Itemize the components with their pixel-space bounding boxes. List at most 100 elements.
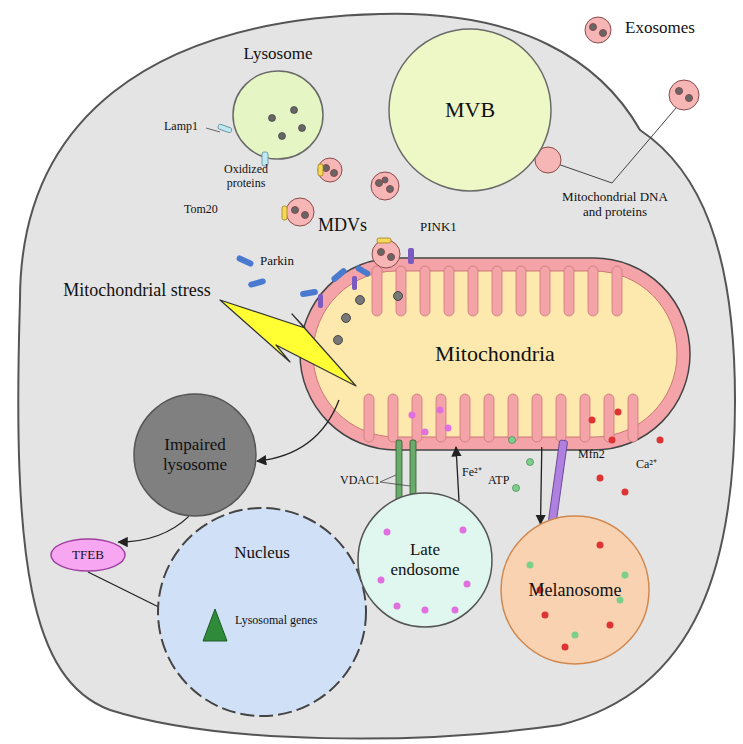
crista bbox=[540, 266, 550, 316]
outline bbox=[51, 539, 125, 571]
text-label: Exosomes bbox=[625, 18, 725, 38]
node-label: MVB bbox=[413, 97, 527, 122]
mfn2 bbox=[548, 440, 567, 522]
text-label: Mitochondrial stress bbox=[62, 280, 212, 301]
iron-dot bbox=[464, 581, 471, 588]
text-label: Mfn2 bbox=[578, 448, 618, 462]
crista bbox=[388, 394, 398, 442]
oxidized-protein bbox=[269, 115, 276, 122]
node-outline bbox=[157, 507, 367, 717]
lightning-bolt bbox=[220, 300, 356, 386]
text-label: Ca²⁺ bbox=[636, 458, 674, 472]
crista bbox=[556, 394, 566, 442]
outline bbox=[358, 493, 492, 627]
node-heading: Lysosome bbox=[172, 44, 384, 64]
text-label: VDAC1 bbox=[340, 474, 382, 488]
crista bbox=[460, 394, 470, 442]
iron-dot bbox=[452, 607, 459, 614]
node-outline bbox=[232, 70, 324, 160]
tom20-tabs bbox=[282, 164, 391, 243]
organelle-node: Mitochondria bbox=[300, 258, 690, 450]
text-label: MDVs bbox=[318, 215, 378, 236]
organelle-node: Melanosome bbox=[500, 515, 650, 665]
vdac1 bbox=[396, 440, 416, 502]
crista bbox=[444, 266, 454, 316]
granule bbox=[622, 572, 629, 579]
mito-dots bbox=[334, 292, 403, 345]
text-label: Tom20 bbox=[184, 203, 230, 217]
organelle-node: Late endosome bbox=[357, 492, 493, 628]
parkin bbox=[236, 254, 372, 297]
text-label: Oxidized proteins bbox=[206, 163, 286, 191]
node-label: Impaired lysosome bbox=[152, 435, 238, 474]
leader-line bbox=[552, 108, 676, 183]
node-label: Nucleus bbox=[189, 543, 335, 563]
text-label: PINK1 bbox=[420, 220, 470, 235]
oxidized-protein bbox=[291, 107, 298, 114]
leader-line bbox=[380, 475, 396, 482]
granule bbox=[542, 612, 549, 619]
text-label: Mitochondrial DNA and proteins bbox=[553, 190, 677, 220]
outline bbox=[134, 394, 256, 516]
granule bbox=[562, 644, 569, 651]
mitochondria-body bbox=[300, 258, 690, 450]
outline bbox=[158, 508, 366, 716]
crista bbox=[604, 394, 614, 442]
gene-triangle bbox=[203, 609, 227, 641]
mdv-vesicles bbox=[286, 158, 400, 268]
oxidized-protein bbox=[299, 125, 306, 132]
oxidized-protein bbox=[279, 133, 286, 140]
organelle-node: Impaired lysosome bbox=[133, 393, 257, 517]
arrow-connector bbox=[257, 400, 339, 461]
lamp1 bbox=[217, 124, 232, 133]
outline bbox=[233, 71, 323, 159]
organelle-node: TFEB bbox=[50, 538, 126, 572]
pink1 bbox=[318, 248, 414, 308]
node-label: Melanosome bbox=[523, 580, 627, 601]
organelle-node: NucleusLysosomal genes bbox=[157, 507, 367, 717]
outline bbox=[501, 516, 649, 664]
text-label: Parkin bbox=[260, 254, 310, 269]
crista bbox=[436, 394, 446, 442]
cell-membrane bbox=[18, 14, 735, 739]
crista bbox=[396, 266, 406, 316]
iron-dot bbox=[394, 603, 401, 610]
crista bbox=[588, 266, 598, 316]
crista bbox=[516, 266, 526, 316]
crista bbox=[420, 266, 430, 316]
arrow-connector bbox=[456, 447, 459, 501]
text-label: ATP bbox=[488, 474, 522, 488]
node-label: Late endosome bbox=[377, 540, 473, 579]
leader-line bbox=[380, 482, 410, 486]
crista bbox=[580, 394, 590, 442]
crista bbox=[492, 266, 502, 316]
crista bbox=[484, 394, 494, 442]
node-label: Mitochondria bbox=[306, 341, 684, 366]
iron-dot bbox=[384, 529, 391, 536]
node-label: TFEB bbox=[56, 548, 120, 563]
organelle-node: Lysosomal genes bbox=[197, 595, 327, 647]
iron-dot bbox=[378, 577, 385, 584]
granule bbox=[572, 632, 579, 639]
iron-dots bbox=[409, 407, 452, 436]
crista bbox=[564, 266, 574, 316]
crista bbox=[628, 394, 638, 442]
organelle-node: Lysosome bbox=[232, 70, 324, 160]
node-label: Lysosomal genes bbox=[235, 614, 323, 628]
crista bbox=[612, 266, 622, 316]
crista bbox=[508, 394, 518, 442]
arrow-connector bbox=[541, 447, 542, 524]
crista bbox=[468, 266, 478, 316]
crista bbox=[532, 394, 542, 442]
outline bbox=[389, 29, 551, 191]
organelle-node: MVB bbox=[388, 28, 552, 192]
granule bbox=[597, 542, 604, 549]
crista bbox=[364, 394, 374, 442]
arrow-connector bbox=[118, 516, 188, 542]
granule bbox=[527, 562, 534, 569]
text-label: Lamp1 bbox=[164, 120, 208, 134]
iron-dot bbox=[460, 527, 467, 534]
granule bbox=[607, 622, 614, 629]
iron-dot bbox=[422, 607, 429, 614]
